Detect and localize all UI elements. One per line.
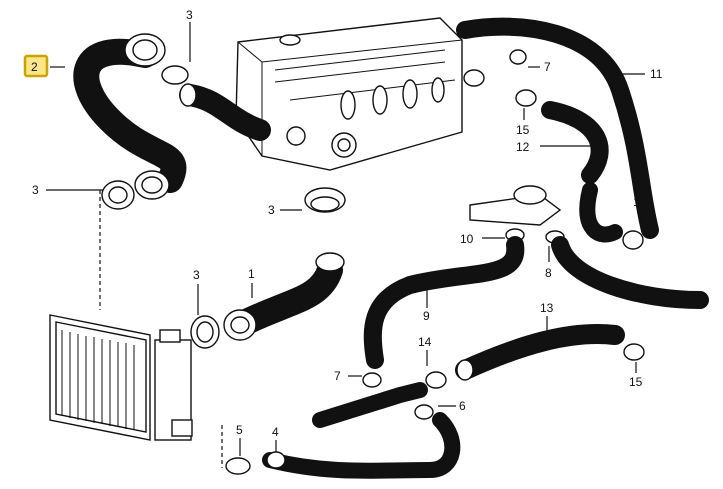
part-label-14[interactable]: 14 xyxy=(418,335,432,349)
part-label-7-top[interactable]: 7 xyxy=(544,60,551,74)
part-label-3-lower[interactable]: 3 xyxy=(193,268,200,282)
part-label-15-bottom[interactable]: 15 xyxy=(629,375,643,389)
part-label-1[interactable]: 1 xyxy=(248,267,255,281)
return-hose-8 xyxy=(551,236,709,309)
part-label-10[interactable]: 10 xyxy=(460,232,474,246)
part-label-7-bottom[interactable]: 7 xyxy=(334,369,341,383)
part-label-3-left[interactable]: 3 xyxy=(32,183,39,197)
part-label-9[interactable]: 9 xyxy=(423,309,430,323)
part-label-4[interactable]: 4 xyxy=(272,425,279,439)
engine-cylinder-head xyxy=(235,17,463,171)
callout-lines xyxy=(46,22,645,468)
part-label-5[interactable]: 5 xyxy=(236,423,243,437)
heater-hoses-upper xyxy=(456,17,659,250)
part-label-15-right[interactable]: 15 xyxy=(633,195,647,209)
part-label-13[interactable]: 13 xyxy=(540,301,554,315)
part-label-15-top[interactable]: 15 xyxy=(516,123,530,137)
part-label-2[interactable]: 2 xyxy=(31,60,38,74)
lower-pipe-assembly xyxy=(225,371,461,479)
part-label-8[interactable]: 8 xyxy=(545,266,552,280)
radiator xyxy=(49,314,193,441)
part-label-11[interactable]: 11 xyxy=(650,67,663,81)
hose-clamps xyxy=(101,65,346,349)
coolant-flange xyxy=(469,185,565,244)
part-label-6[interactable]: 6 xyxy=(459,399,466,413)
part-label-3-top[interactable]: 3 xyxy=(186,8,193,22)
selected-part-highlight xyxy=(23,54,49,78)
part-label-12[interactable]: 12 xyxy=(516,140,530,154)
upper-radiator-hose xyxy=(73,33,187,200)
thermostat-pipe xyxy=(179,83,271,141)
hose-13 xyxy=(455,324,645,381)
part-label-3-center[interactable]: 3 xyxy=(268,203,275,217)
lower-radiator-hose xyxy=(223,252,345,341)
heater-hose-9 xyxy=(363,236,525,369)
part-number-labels[interactable]: 2 3 3 3 3 1 7 11 15 12 15 10 8 9 13 14 7… xyxy=(31,8,663,439)
